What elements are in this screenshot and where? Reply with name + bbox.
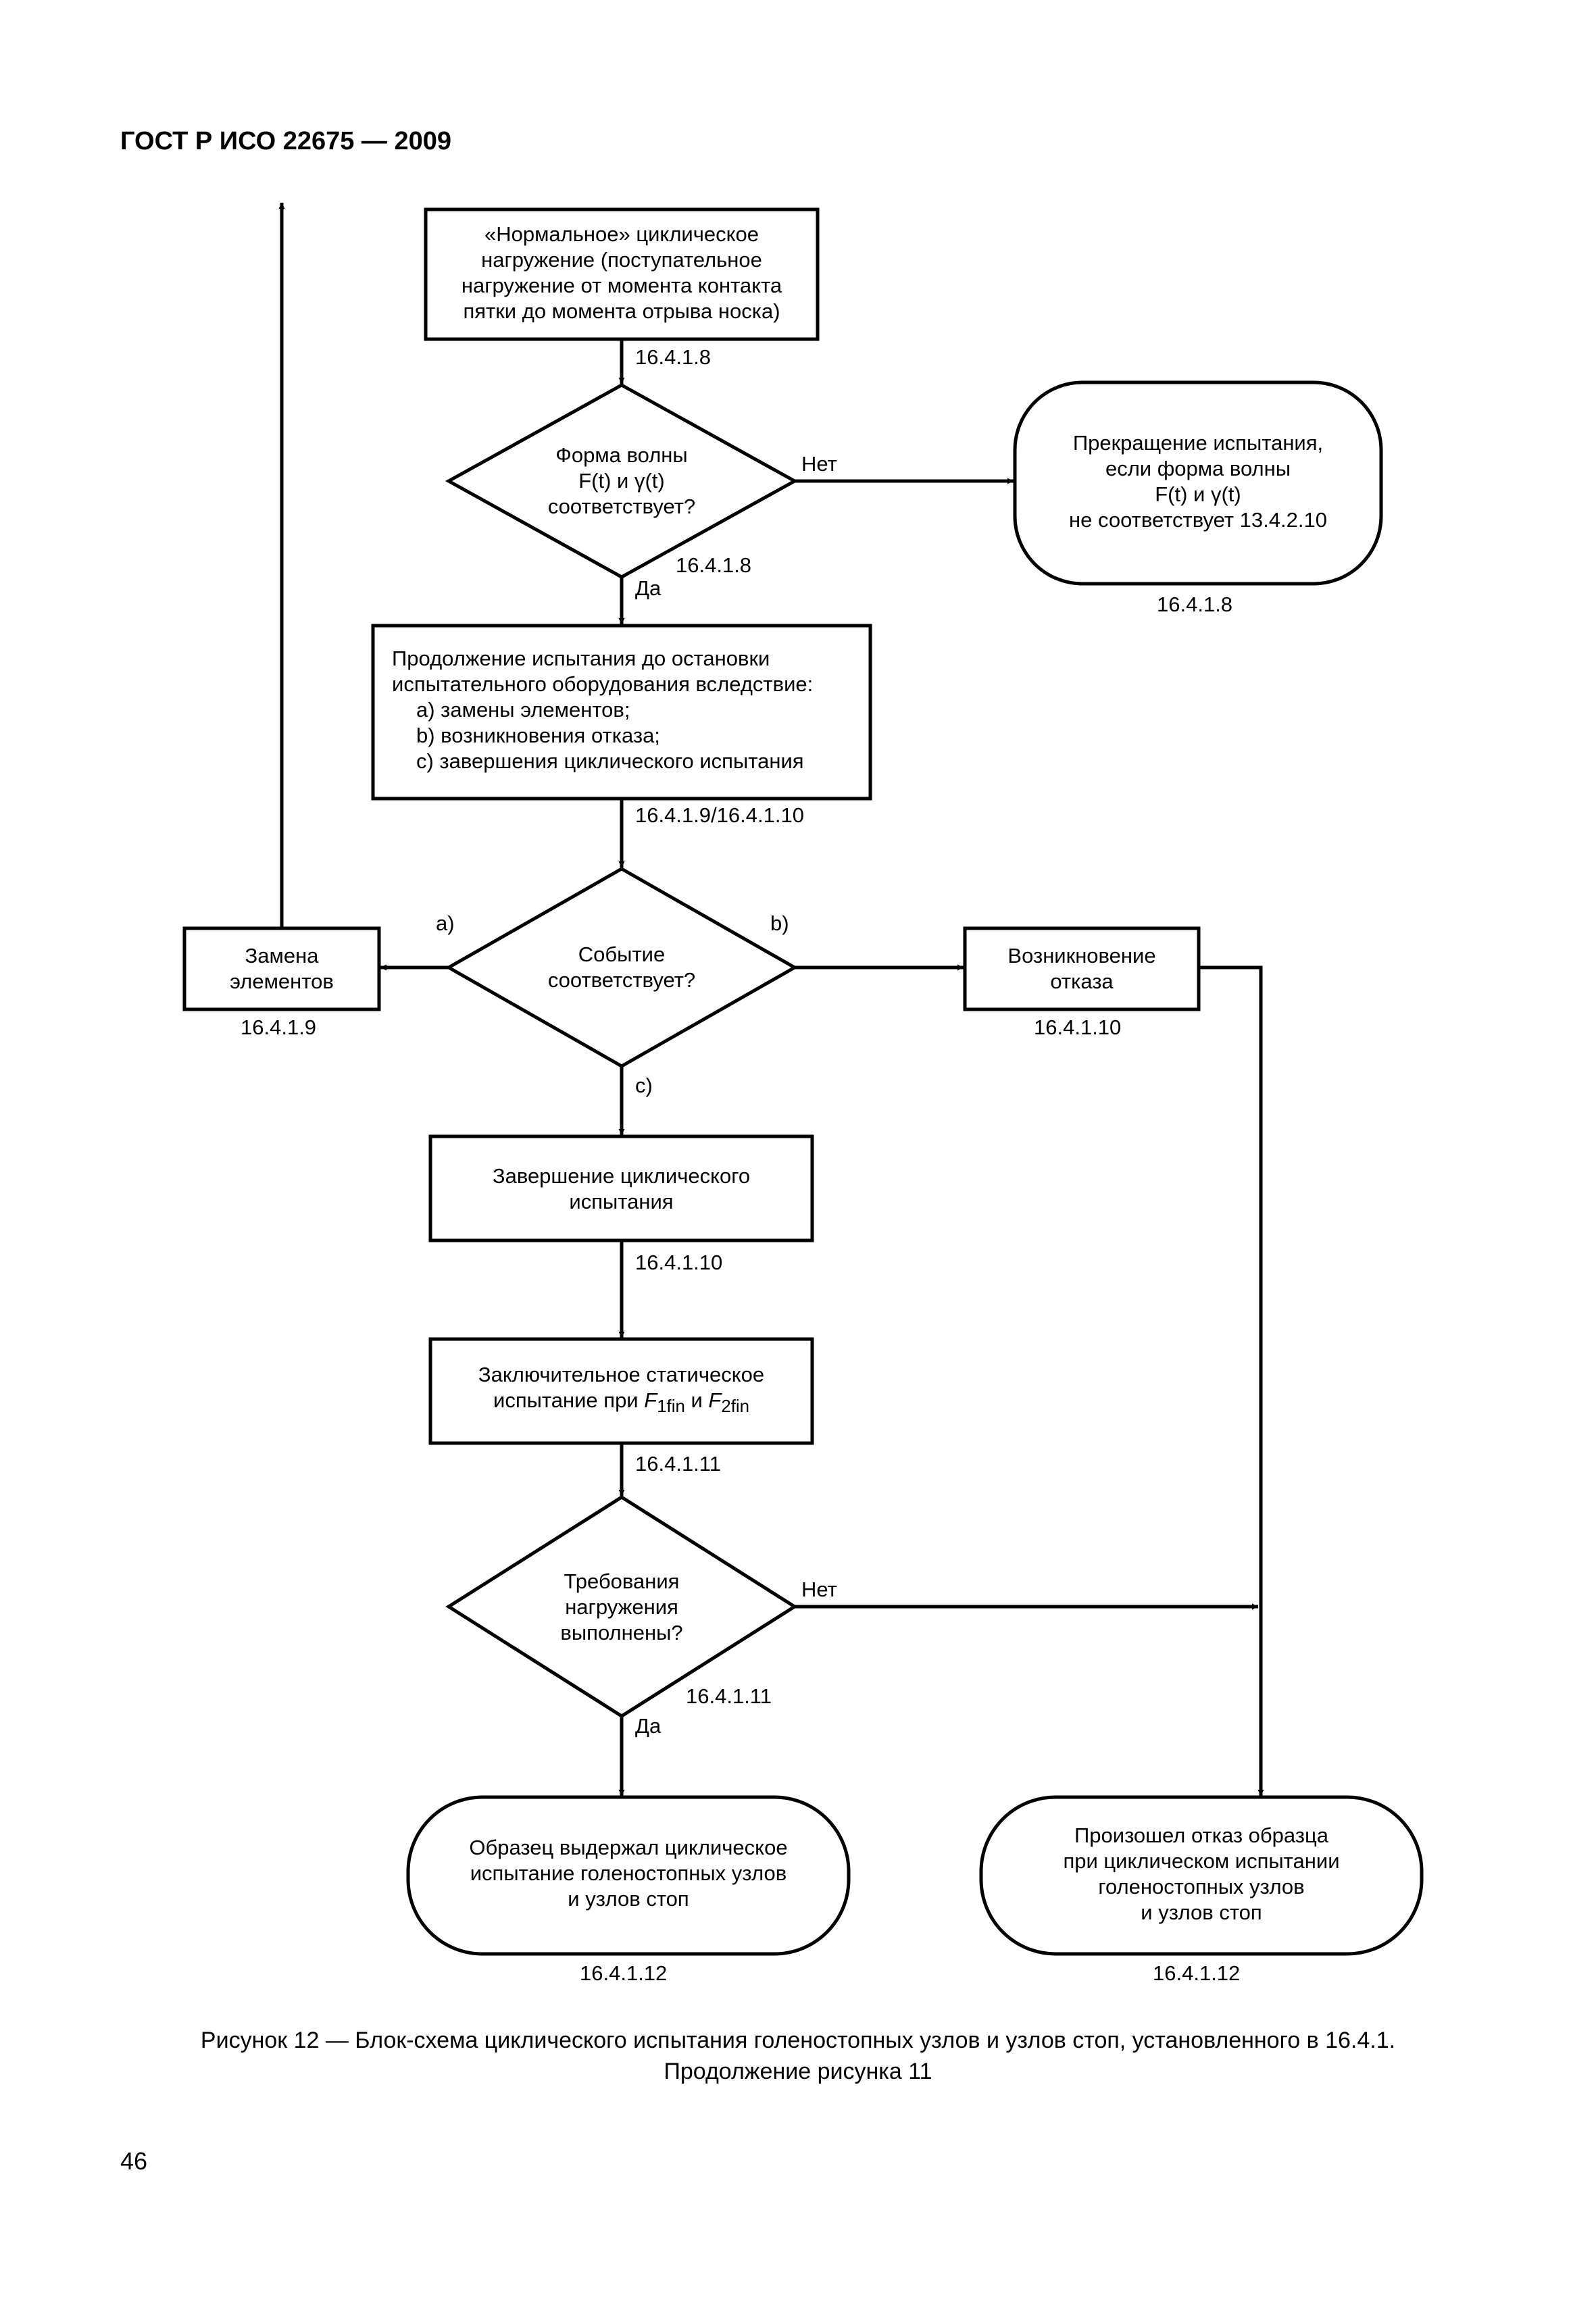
failed-terminator xyxy=(979,1795,1424,1956)
figure-caption-line1: Рисунок 12 — Блок-схема циклического исп… xyxy=(200,2028,1396,2053)
branch-load-no: Нет xyxy=(801,1578,837,1601)
passed-terminator xyxy=(406,1795,851,1956)
stop-test-text: Прекращение испытания, если форма волны … xyxy=(1069,431,1327,532)
arrow-failure-to-failed xyxy=(1199,965,1264,1796)
failure-text: Возникновение отказа xyxy=(1007,944,1156,993)
ref-continue-test: 16.4.1.9/16.4.1.10 xyxy=(635,803,804,827)
ref-load-requirements: 16.4.1.11 xyxy=(686,1684,772,1708)
load-requirements-text: Требования нагружения выполнены? xyxy=(560,1569,683,1644)
page-number: 46 xyxy=(120,2147,148,2175)
branch-wave-no: Нет xyxy=(801,452,837,476)
document-header: ГОСТ Р ИСО 22675 — 2009 xyxy=(120,127,452,155)
final-static-text: Заключительное статическое испытание при… xyxy=(478,1363,765,1417)
branch-event-a: а) xyxy=(436,911,455,935)
cycle-complete-text: Завершение циклического испытания xyxy=(492,1164,751,1213)
ref-final-static: 16.4.1.11 xyxy=(635,1452,721,1476)
passed-text: Образец выдержал циклическое испытание г… xyxy=(469,1836,788,1911)
ref-normal-loading: 16.4.1.8 xyxy=(635,345,712,369)
normal-loading-text: «Нормальное» циклическое нагружение (пос… xyxy=(461,222,782,323)
ref-passed: 16.4.1.12 xyxy=(580,1961,668,1985)
branch-event-b: b) xyxy=(770,911,789,935)
stop-test-terminator xyxy=(1013,380,1383,586)
branch-wave-yes: Да xyxy=(635,576,662,600)
branch-event-c: с) xyxy=(635,1074,653,1097)
ref-replace-elements: 16.4.1.9 xyxy=(241,1015,317,1039)
branch-load-yes: Да xyxy=(635,1714,662,1738)
event-check-text: Событие соответствует? xyxy=(547,942,696,992)
ref-waveform-check: 16.4.1.8 xyxy=(676,553,752,577)
waveform-check-text: Форма волны F(t) и γ(t) соответствует? xyxy=(547,443,696,518)
ref-failure: 16.4.1.10 xyxy=(1034,1015,1122,1039)
continue-test-text: Продолжение испытания до остановки испыт… xyxy=(392,647,814,773)
ref-cycle-complete: 16.4.1.10 xyxy=(635,1251,723,1274)
replace-elements-text: Замена элементов xyxy=(230,944,334,993)
figure-caption-line2: Продолжение рисунка 11 xyxy=(664,2059,932,2084)
failed-text: Произошел отказ образца при циклическом … xyxy=(1063,1823,1340,1924)
ref-stop-test: 16.4.1.8 xyxy=(1157,593,1233,616)
ref-failed: 16.4.1.12 xyxy=(1153,1961,1241,1985)
